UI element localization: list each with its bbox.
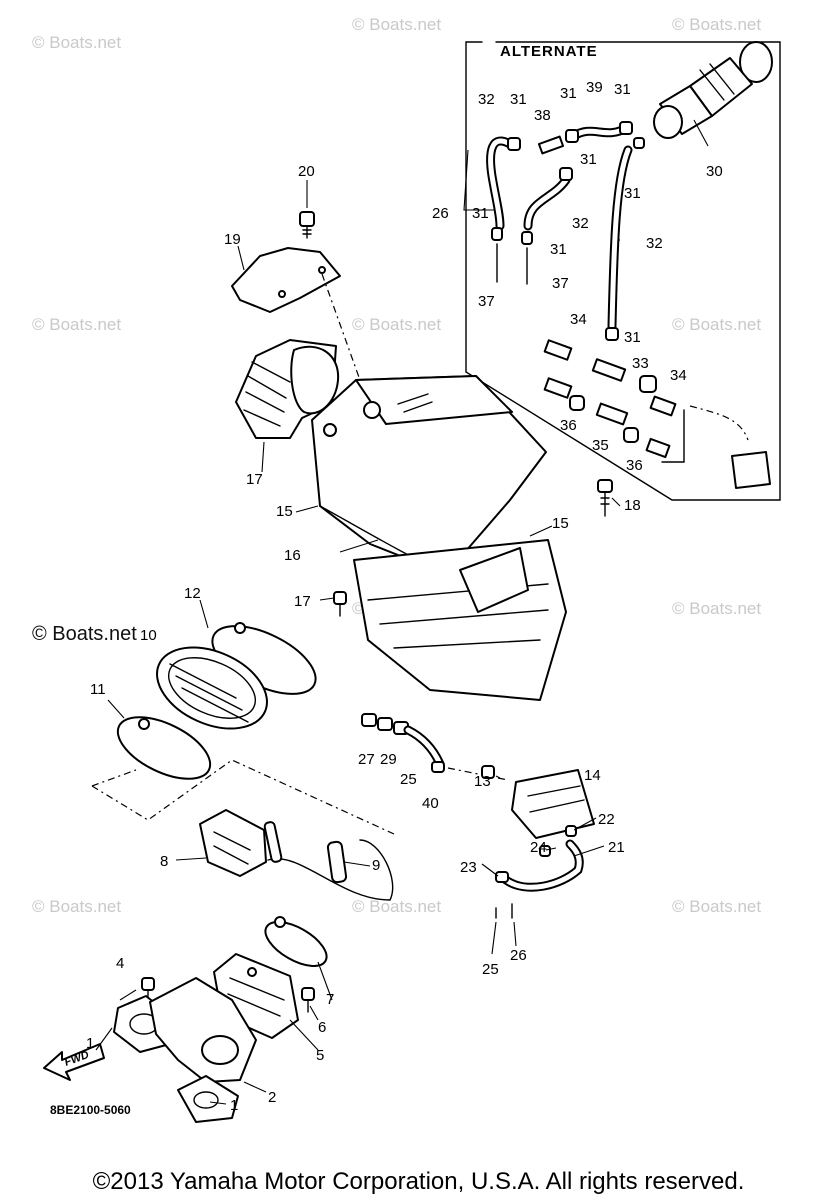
watermark: © Boats.net	[672, 315, 761, 334]
callout-24: 17	[246, 471, 263, 488]
callout-9: 10	[140, 627, 157, 644]
callout-31: 31	[510, 91, 527, 108]
callout-15: 23	[460, 859, 477, 876]
watermark: © Boats.net	[32, 315, 121, 334]
callout-8: 9	[372, 857, 380, 874]
watermark: © Boats.net	[672, 599, 761, 618]
callout-33: 33	[632, 355, 649, 372]
watermark: © Boats.net	[672, 897, 761, 916]
callout-17: 25	[482, 961, 499, 978]
callout-31: 31	[580, 151, 597, 168]
callout-13: 13	[474, 773, 491, 790]
callout-37: 37	[552, 275, 569, 292]
callout-12: 14	[584, 767, 601, 784]
callout-19: 27	[358, 751, 375, 768]
callout-18: 25	[400, 771, 417, 788]
manifold-and-gaskets	[113, 977, 257, 1123]
callout-14: 21	[608, 839, 625, 856]
callout-40: 40	[422, 795, 439, 812]
callout-32: 32	[572, 215, 589, 232]
callout-21: 15	[276, 503, 293, 520]
watermark: © Boats.net	[352, 15, 441, 34]
callout-25: 17	[294, 593, 311, 610]
watermark: © Boats.net	[352, 897, 441, 916]
alternate-inset: ALTERNATE	[465, 41, 781, 501]
watermark: © Boats.net	[32, 623, 137, 645]
copyright-notice: ©2013 Yamaha Motor Corporation, U.S.A. A…	[92, 1168, 745, 1195]
diagram-id: 8BE2100-5060	[50, 1103, 131, 1117]
watermark: © Boats.net	[32, 33, 121, 52]
callout-28: 20	[298, 163, 315, 180]
callout-20: 29	[380, 751, 397, 768]
callout-30: 30	[706, 163, 723, 180]
air-duct-part-24	[235, 339, 340, 439]
callout-31: 31	[614, 81, 631, 98]
callout-31: 31	[624, 185, 641, 202]
callout-10: 11	[90, 681, 106, 698]
callout-15: 22	[598, 811, 615, 828]
callout-5: 6	[318, 1019, 326, 1036]
callout-29: 26	[432, 205, 449, 222]
callout-26: 18	[624, 497, 641, 514]
callout-32: 32	[646, 235, 663, 252]
forward-arrow-icon: FWD	[43, 1043, 105, 1081]
callout-16: 26	[510, 947, 527, 964]
callout-31: 31	[624, 329, 641, 346]
callout-17: 24	[530, 839, 547, 856]
callout-31: 31	[560, 85, 577, 102]
callout-31: 31	[472, 205, 489, 222]
callout-6: 7	[326, 991, 334, 1008]
callout-23: 16	[284, 547, 301, 564]
callout-35: 35	[592, 437, 609, 454]
watermark: © Boats.net	[32, 897, 121, 916]
callout-36: 36	[626, 457, 643, 474]
callout-34: 34	[670, 367, 687, 384]
callout-1: 1	[230, 1097, 238, 1114]
callout-27: 19	[224, 231, 241, 248]
callout-2: 2	[268, 1089, 276, 1106]
bolts-25-26	[333, 479, 613, 617]
inset-hoses	[486, 121, 645, 341]
callout-39: 39	[586, 79, 603, 96]
watermark: © Boats.net	[672, 15, 761, 34]
callout-34: 34	[570, 311, 587, 328]
callout-37: 37	[478, 293, 495, 310]
callout-31: 31	[550, 241, 567, 258]
callout-32: 32	[478, 91, 495, 108]
exploded-parts-diagram: © Boats.net © Boats.net © Boats.net © Bo…	[32, 15, 781, 1123]
bracket-assembly	[231, 211, 371, 409]
inset-fittings	[543, 339, 771, 489]
silencer-box	[311, 375, 567, 701]
alternate-title: ALTERNATE	[500, 43, 598, 60]
flame-arrester-part-7	[199, 809, 394, 901]
callout-11: 12	[184, 585, 201, 602]
callout-3: 4	[116, 955, 124, 972]
callout-7: 8	[160, 853, 168, 870]
joint-and-clamps	[91, 622, 395, 835]
leader-lines	[95, 119, 709, 1105]
watermark: © Boats.net	[352, 315, 441, 334]
callout-36: 36	[560, 417, 577, 434]
callout-22: 15	[552, 515, 569, 532]
callout-4: 5	[316, 1047, 324, 1064]
fuel-cock-part-30	[653, 41, 773, 139]
callout-38: 38	[534, 107, 551, 124]
callout-1: 1	[86, 1035, 94, 1052]
fuel-pump-group	[361, 713, 595, 919]
callout-labels: 20 19 17 15 16 15 17 18 12 10 11 8 9 4 1…	[50, 79, 723, 1117]
